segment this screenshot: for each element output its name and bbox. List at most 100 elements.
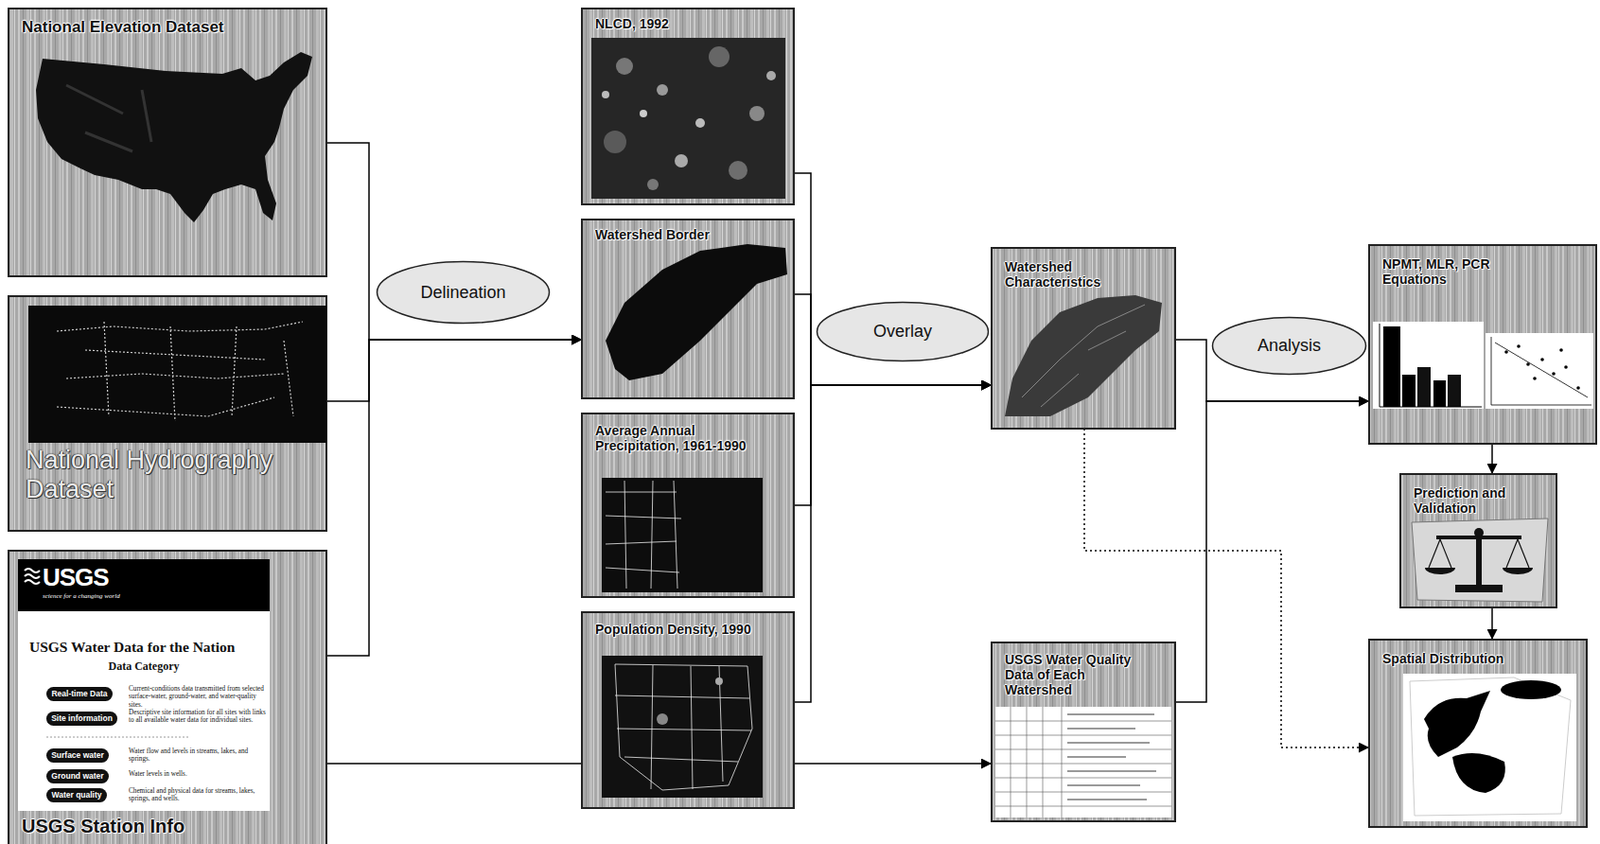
box-text: science for a changing world <box>42 592 194 600</box>
process-label: Delineation <box>375 282 551 303</box>
illustration-shape <box>674 154 688 168</box>
illustration-shape <box>1504 350 1509 354</box>
illustration-shape <box>749 105 765 122</box>
illustration-shape <box>1526 362 1530 367</box>
illustration-shape <box>1455 584 1503 593</box>
illustration-shape <box>656 713 669 725</box>
illustration-shape <box>1424 567 1533 575</box>
us-elevation-map <box>35 52 313 223</box>
illustration-shape <box>605 244 788 381</box>
button-label: Real-time Data <box>46 686 113 702</box>
category-button: Ground water <box>46 769 109 784</box>
illustration-shape <box>1402 374 1416 407</box>
box-heading: USGS Station Info <box>21 815 316 838</box>
flow-arrow <box>793 173 992 386</box>
illustration-shape <box>46 737 190 739</box>
illustration-shape <box>1559 348 1564 352</box>
box-text: Data Category <box>17 660 270 674</box>
category-button: Site information <box>46 711 118 726</box>
result-box: Spatial Distribution <box>1369 639 1587 827</box>
illustration-shape <box>17 559 270 612</box>
flow-arrow <box>326 142 582 340</box>
dataset-box: National Hydrography Dataset <box>8 296 327 531</box>
illustration-shape <box>28 305 327 443</box>
illustration-shape <box>1447 374 1461 407</box>
flow-arrow <box>1491 443 1494 475</box>
illustration-shape <box>1564 365 1568 370</box>
illustration-shape <box>1474 527 1484 538</box>
illustration-shape <box>1409 677 1571 816</box>
illustration-shape <box>1369 639 1587 827</box>
layer-box: Watershed Border <box>581 219 794 399</box>
illustration-shape <box>708 46 730 68</box>
box-heading: NLCD, 1992 <box>595 16 785 32</box>
flow-arrow <box>793 385 992 703</box>
illustration-shape <box>1551 371 1556 376</box>
category-button: Surface water <box>46 748 109 763</box>
illustration-shape <box>1576 386 1581 390</box>
illustration-shape <box>1424 690 1491 757</box>
box-heading: NPMT, MLR, PCR Equations <box>1382 256 1544 287</box>
illustration-shape <box>766 70 776 81</box>
result-box: Watershed Characteristics <box>991 247 1176 429</box>
illustration-shape <box>603 130 627 154</box>
watershed-characteristics-map <box>1004 295 1162 417</box>
illustration-shape <box>1372 321 1484 409</box>
water-quality-table <box>995 706 1172 818</box>
box-text: Chemical and physical data for streams, … <box>128 787 267 804</box>
illustration-shape <box>8 8 327 277</box>
illustration-shape <box>1540 357 1545 362</box>
result-box: NPMT, MLR, PCR Equations <box>1369 245 1597 444</box>
illustration-shape <box>615 57 633 75</box>
illustration-shape <box>1532 376 1537 381</box>
hydrography-map <box>28 305 327 443</box>
illustration-shape <box>8 550 327 844</box>
box-heading: Average Annual Precipitation, 1961-1990 <box>595 422 752 454</box>
illustration-shape <box>728 160 748 180</box>
illustration-shape <box>1383 326 1401 407</box>
population-map <box>601 655 763 798</box>
box-text: Water levels in wells. <box>128 770 267 778</box>
illustration-shape <box>1516 344 1521 349</box>
flow-arrow <box>1491 607 1494 640</box>
illustration-shape <box>647 178 659 191</box>
layer-box: Population Density, 1990 <box>581 612 794 809</box>
balance-scale-icon <box>1411 518 1548 602</box>
illustration-shape <box>615 664 753 791</box>
illustration-shape <box>656 84 669 96</box>
illustration-shape <box>601 90 610 99</box>
box-text: USGS Water Data for the Nation <box>29 638 270 656</box>
illustration-shape <box>605 480 682 589</box>
flow-arrow <box>326 339 582 402</box>
illustration-shape <box>995 706 1172 818</box>
box-heading: Spatial Distribution <box>1382 650 1582 667</box>
illustration-shape <box>601 477 763 593</box>
illustration-shape <box>1433 380 1446 407</box>
illustration-shape <box>991 247 1176 429</box>
illustration-shape <box>591 37 786 199</box>
dataset-box: National Elevation Dataset <box>8 8 327 277</box>
box-heading: USGS <box>42 563 147 593</box>
illustration-shape <box>695 118 705 128</box>
category-button: Real-time Data <box>46 686 113 702</box>
box-heading: Prediction and Validation <box>1413 485 1547 516</box>
flow-arrow <box>326 339 582 656</box>
process-label: Analysis <box>1211 335 1368 356</box>
illustration-shape <box>66 85 152 152</box>
box-heading: Population Density, 1990 <box>595 621 775 637</box>
box-heading: National Elevation Dataset <box>21 17 316 37</box>
layer-box: Average Annual Precipitation, 1961-1990 <box>581 413 794 598</box>
process-label: Overlay <box>815 321 990 342</box>
illustration-shape <box>995 706 1172 818</box>
process-oval: Analysis <box>1211 316 1368 376</box>
illustration-shape <box>1379 323 1482 407</box>
illustration-shape <box>1067 714 1157 800</box>
illustration-shape <box>1417 367 1431 407</box>
illustration-shape <box>1485 333 1594 409</box>
button-label: Surface water <box>46 748 109 763</box>
usgs-web-page <box>17 559 270 811</box>
process-oval: Overlay <box>815 300 990 363</box>
illustration-shape <box>1491 336 1592 405</box>
illustration-shape <box>1476 537 1482 587</box>
